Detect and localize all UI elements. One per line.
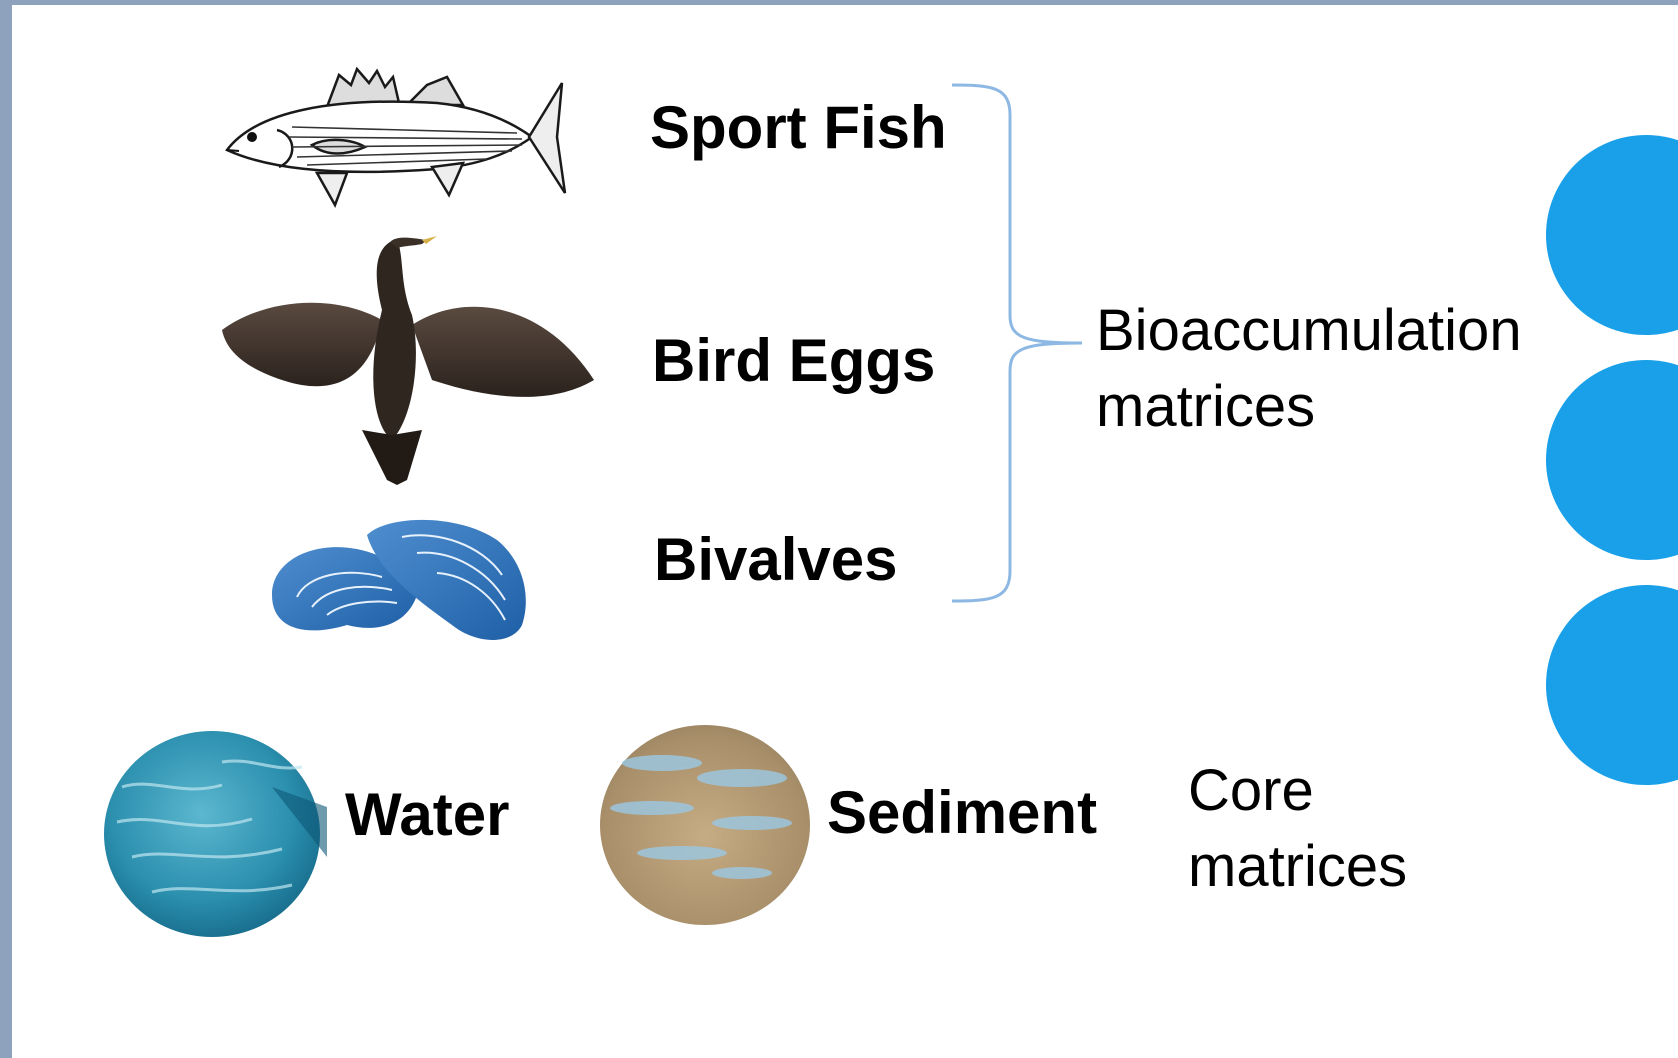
bio-item-label-bivalves: Bivalves	[654, 530, 898, 590]
bio-item-label-bird-eggs: Bird Eggs	[652, 331, 935, 391]
water-surface-image	[102, 727, 337, 942]
core-line-2: matrices	[1188, 829, 1407, 905]
core-matrices-label: Core matrices	[1188, 753, 1407, 905]
bioaccumulation-line-2: matrices	[1096, 369, 1522, 445]
fish-icon	[217, 55, 577, 215]
side-disc-top	[1546, 135, 1678, 335]
side-disc-middle	[1546, 360, 1678, 560]
bracket-connector	[942, 75, 1097, 635]
bioaccumulation-matrices-label: Bioaccumulation matrices	[1096, 293, 1522, 445]
sediment-surface-image	[592, 723, 822, 928]
core-item-label-water: Water	[345, 785, 509, 845]
mussel-shell-icon	[267, 515, 547, 655]
core-item-label-sediment: Sediment	[827, 783, 1097, 843]
cormorant-bird-icon	[222, 230, 602, 490]
bioaccumulation-line-1: Bioaccumulation	[1096, 293, 1522, 369]
core-line-1: Core	[1188, 753, 1407, 829]
bio-item-label-sport-fish: Sport Fish	[650, 98, 947, 158]
slide-canvas: Sport Fish Bird Eggs	[12, 5, 1678, 1058]
side-disc-bottom	[1546, 585, 1678, 785]
